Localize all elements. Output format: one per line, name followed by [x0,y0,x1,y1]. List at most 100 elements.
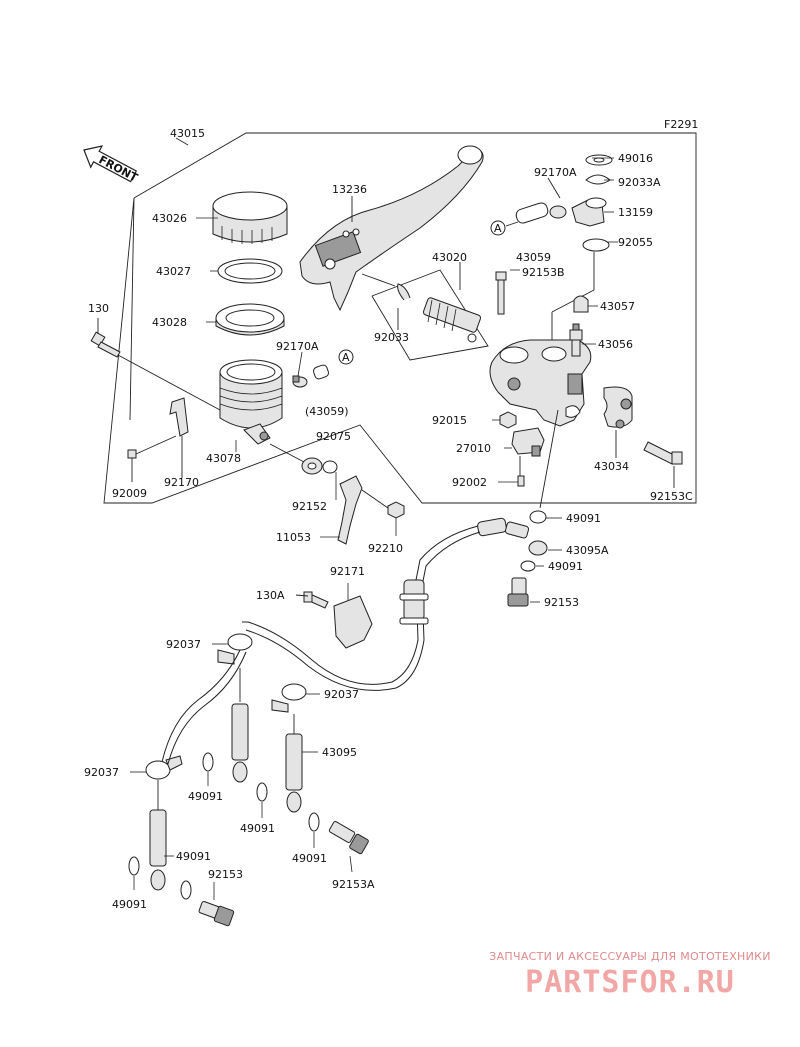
label-92009: 92009 [112,487,147,500]
front-arrow-label: FRONT [97,153,141,184]
label-92153c: 92153C [650,490,693,503]
piston-kit [397,283,482,343]
assembly-outline [103,132,697,504]
label-92033: 92033 [374,331,409,344]
washer-92075 [322,460,338,474]
label-92037-c: 92037 [84,766,119,779]
label-circle-a-left: A [342,351,350,364]
master-cylinder-body [489,339,592,427]
hose-bracket-11053 [337,475,363,545]
bolt-92153b [495,271,507,315]
label-43028: 43028 [152,316,187,329]
ref-circle-a-left [338,349,354,365]
washer-49091-a [529,510,547,524]
lever-holder [603,386,633,429]
brake-hose-lower-left [161,649,241,763]
label-92037-b: 92037 [324,688,359,701]
label-92075: 92075 [316,430,351,443]
label-49016: 49016 [618,152,653,165]
label-49091-d: 49091 [240,822,275,835]
label-92153-right: 92153 [544,596,579,609]
hose-clamp-92171 [333,595,373,649]
label-43015: 43015 [170,127,205,140]
label-92153b: 92153B [522,266,565,279]
label-43057: 43057 [600,300,635,313]
reservoir-bracket [169,397,189,437]
washer-49091-g [180,880,192,900]
nut-92015 [499,411,517,429]
label-92171: 92171 [330,565,365,578]
label-49091-e: 49091 [292,852,327,865]
screw-92009 [127,435,177,459]
brake-hose-43095-right-tube [285,733,303,813]
label-49091-b: 49091 [548,560,583,573]
label-13236: 13236 [332,183,367,196]
watermark: ЗАПЧАСТИ И АКСЕССУАРЫ ДЛЯ МОТОТЕХНИКИ PA… [470,950,790,1000]
washer-49091-b [520,560,536,572]
label-43095: 43095 [322,746,357,759]
label-43034: 43034 [594,460,629,473]
brake-switch [511,427,545,457]
brake-hose-far-left-tube [149,809,167,891]
bolt-130 [90,331,121,358]
banjo-bolt-92153a [328,821,369,855]
label-43027: 43027 [156,265,191,278]
brake-hose-upper [242,525,479,685]
figure-code: F2291 [664,118,698,131]
label-92002: 92002 [452,476,487,489]
reservoir-diaphragm [215,303,285,336]
label-43059-bracket: (43059) [305,405,349,418]
label-circle-a-right: A [494,222,502,235]
watermark-logo-text: PARTSFOR.RU [525,965,735,1000]
label-92037-a: 92037 [166,638,201,651]
bolt-92153c [643,441,683,465]
reservoir-cap [212,191,288,244]
piston-kit-outline [371,269,489,361]
collar-92152 [301,457,323,475]
reservoir-hose-fitting [571,154,613,252]
label-92170: 92170 [164,476,199,489]
label-130: 130 [88,302,109,315]
hose-joint-92037-c [145,755,183,780]
bolt-130a [303,591,329,609]
label-49091-a: 49091 [566,512,601,525]
label-43059: 43059 [516,251,551,264]
label-92210: 92210 [368,542,403,555]
hose-joint-92037-b [271,683,307,713]
label-92170a-right: 92170A [534,166,577,179]
label-43026: 43026 [152,212,187,225]
label-92153-left: 92153 [208,868,243,881]
label-43078: 43078 [206,452,241,465]
brake-lever [299,145,484,312]
label-11053: 11053 [276,531,311,544]
washer-49091-f [128,856,140,876]
hose-clamp-left [292,375,308,388]
label-43095a: 43095A [566,544,609,557]
front-arrow-icon: FRONT [83,145,141,185]
label-130a: 130A [256,589,285,602]
brake-hose-43095-left-tube [231,703,249,783]
banjo-fitting-43095a [477,517,548,556]
label-43020: 43020 [432,251,467,264]
hose-fitting-43059-left [312,364,330,380]
label-49091-g: 49091 [112,898,147,911]
banjo-bolt-92153-left [198,901,235,927]
nut-92210 [387,501,405,519]
label-92152: 92152 [292,500,327,513]
screw-92002 [517,475,525,487]
label-13159: 13159 [618,206,653,219]
ref-circle-a-right [490,220,506,236]
label-92055: 92055 [618,236,653,249]
hose-fitting-43059-right [515,202,549,224]
label-43056: 43056 [598,338,633,351]
label-92170a-left: 92170A [276,340,319,353]
label-27010: 27010 [456,442,491,455]
banjo-bolt-92153-right [507,577,529,607]
washer-49091-c [202,752,214,772]
bleeder-cap [573,295,589,313]
watermark-tagline: ЗАПЧАСТИ И АКСЕССУАРЫ ДЛЯ МОТОТЕХНИКИ [489,950,771,963]
label-92015: 92015 [432,414,467,427]
washer-49091-e [308,812,320,832]
label-49091-f: 49091 [176,850,211,863]
